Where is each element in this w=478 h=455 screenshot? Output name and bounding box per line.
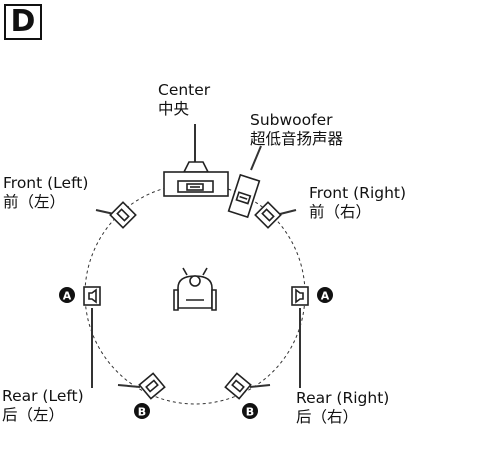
label-subwoofer-en: Subwoofer <box>250 111 333 129</box>
label-front-right-en: Front (Right) <box>309 184 407 202</box>
leader-lines <box>91 124 301 388</box>
marker-b-left-text: B <box>138 406 146 419</box>
label-rear-left: Rear (Left) 后（左） <box>2 387 84 425</box>
center-speaker-tv-icon <box>163 161 229 197</box>
speaker-front-left-icon <box>109 201 137 229</box>
label-front-left: Front (Left) 前（左） <box>3 174 88 212</box>
label-front-left-en: Front (Left) <box>3 174 89 192</box>
label-center-en: Center <box>158 81 211 99</box>
label-rear-left-zh: 后（左） <box>2 406 65 424</box>
marker-a-right: A <box>317 287 333 303</box>
marker-b-right-text: B <box>246 406 254 419</box>
label-front-right: Front (Right) 前（右） <box>309 184 406 222</box>
label-rear-right-zh: 后（右） <box>296 408 359 426</box>
speaker-rear-left-icon <box>138 372 166 400</box>
subwoofer-icon <box>227 173 261 219</box>
marker-a-left-text: A <box>63 290 72 303</box>
marker-a-right-text: A <box>321 290 330 303</box>
label-subwoofer: Subwoofer 超低音扬声器 <box>250 111 343 149</box>
speaker-front-right-icon <box>254 201 282 229</box>
speaker-side-left-icon <box>83 286 101 306</box>
marker-a-left: A <box>59 287 75 303</box>
label-rear-right-en: Rear (Right) <box>296 389 390 407</box>
label-center: Center 中央 <box>158 81 210 119</box>
panel-letter: D <box>4 4 42 40</box>
label-center-zh: 中央 <box>158 100 190 118</box>
label-subwoofer-zh: 超低音扬声器 <box>250 130 344 148</box>
label-rear-left-en: Rear (Left) <box>2 387 84 405</box>
speaker-side-right-icon <box>291 286 309 306</box>
marker-b-right: B <box>242 403 258 419</box>
listener-seat-icon <box>173 267 217 311</box>
marker-b-left: B <box>134 403 150 419</box>
speaker-rear-right-icon <box>224 372 252 400</box>
label-front-right-zh: 前（右） <box>309 203 372 221</box>
label-rear-right: Rear (Right) 后（右） <box>296 389 389 427</box>
label-front-left-zh: 前（左） <box>3 193 66 211</box>
